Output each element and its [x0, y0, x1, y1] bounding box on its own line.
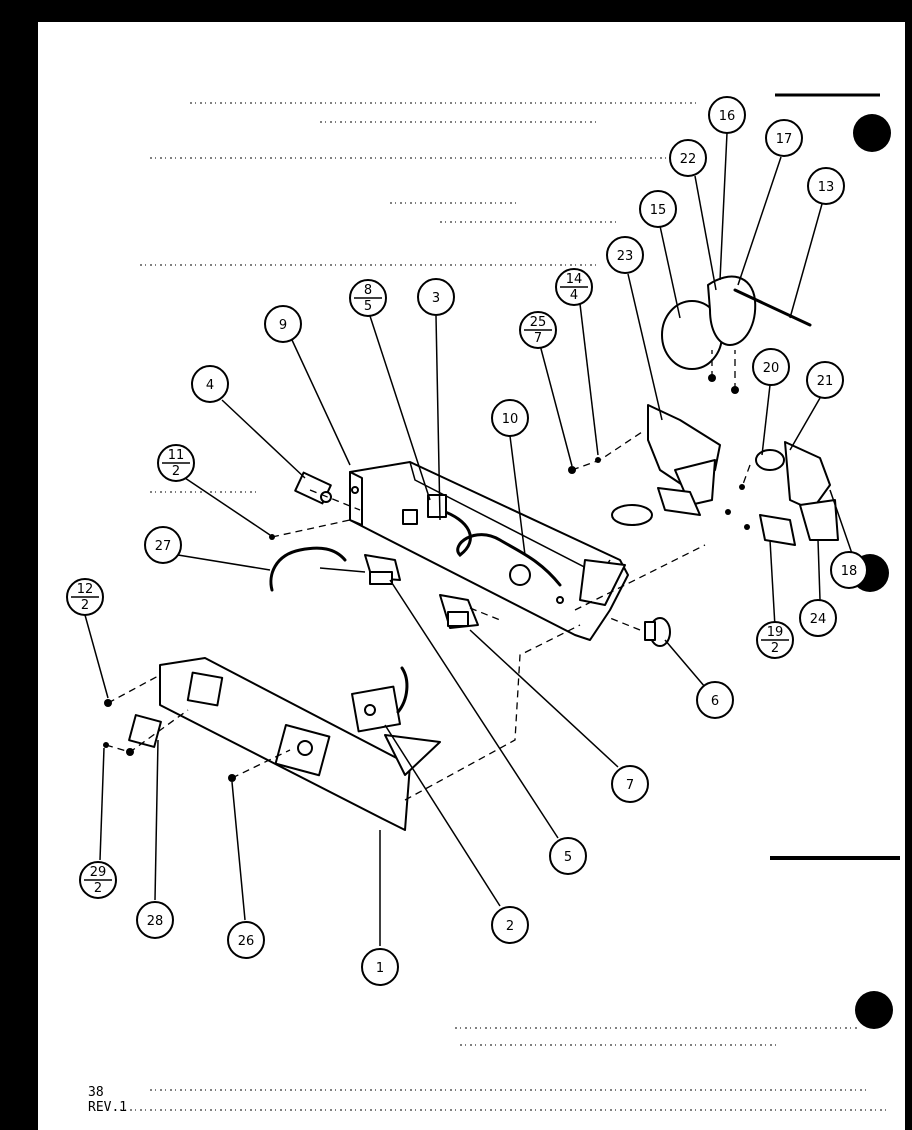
- part-7-switch: [439, 594, 479, 629]
- punch-hole-bottom: [855, 991, 893, 1029]
- svg-text:10: 10: [502, 412, 519, 427]
- svg-text:2: 2: [94, 881, 102, 896]
- callout-16: 16: [708, 96, 746, 134]
- part-2-component: [351, 666, 409, 733]
- callout-24: 24: [799, 599, 837, 637]
- callout-11: 112: [157, 444, 195, 482]
- part-28-block: [128, 714, 162, 748]
- svg-text:7: 7: [534, 331, 542, 346]
- callout-6: 6: [696, 681, 734, 719]
- callout-2: 2: [491, 906, 529, 944]
- control-bracket: [349, 461, 629, 641]
- callout-25: 257: [519, 311, 557, 349]
- callout-19: 192: [756, 621, 794, 659]
- part-27-wire: [269, 546, 347, 592]
- svg-text:17: 17: [776, 132, 793, 147]
- svg-text:26: 26: [238, 934, 255, 949]
- svg-text:29: 29: [90, 865, 107, 880]
- callout-20: 20: [752, 348, 790, 386]
- svg-text:14: 14: [566, 272, 583, 287]
- callout-13: 13: [807, 167, 845, 205]
- svg-text:12: 12: [77, 582, 94, 597]
- callout-1: 1: [361, 948, 399, 986]
- callout-3: 3: [417, 278, 455, 316]
- callout-17: 17: [765, 119, 803, 157]
- svg-text:25: 25: [530, 315, 547, 330]
- scan-noise: [120, 93, 900, 1111]
- callout-26: 26: [227, 921, 265, 959]
- callout-23: 23: [606, 236, 644, 274]
- actuator-assembly: [568, 441, 839, 546]
- scan-edge: [905, 0, 912, 1130]
- callout-28: 28: [136, 901, 174, 939]
- callout-18: 18: [830, 551, 868, 589]
- punch-hole-top: [853, 114, 891, 152]
- svg-text:20: 20: [763, 361, 780, 376]
- svg-text:5: 5: [364, 299, 372, 314]
- assembly-lines: [105, 350, 751, 801]
- svg-text:2: 2: [771, 641, 779, 656]
- callout-22: 22: [669, 139, 707, 177]
- part-4-capacitor: [294, 471, 332, 505]
- svg-text:2: 2: [81, 598, 89, 613]
- callout-8: 85: [349, 279, 387, 317]
- revision-label: REV.1: [88, 1100, 127, 1115]
- svg-text:19: 19: [767, 625, 784, 640]
- svg-text:18: 18: [841, 564, 858, 579]
- svg-text:4: 4: [570, 288, 578, 303]
- leader-lines: [84, 132, 858, 946]
- svg-text:2: 2: [172, 464, 180, 479]
- svg-text:23: 23: [617, 249, 634, 264]
- part-5-switch: [319, 554, 401, 585]
- svg-text:4: 4: [206, 378, 214, 393]
- svg-text:6: 6: [711, 694, 719, 709]
- callout-12: 122: [66, 578, 104, 616]
- callout-10: 10: [491, 399, 529, 437]
- callout-9: 9: [264, 305, 302, 343]
- page-number: 38: [88, 1085, 104, 1100]
- callout-7: 7: [611, 765, 649, 803]
- svg-text:24: 24: [810, 612, 827, 627]
- part-6-knob: [644, 617, 671, 647]
- dispenser-mechanism: [647, 275, 812, 506]
- svg-text:3: 3: [432, 291, 440, 306]
- svg-text:28: 28: [147, 914, 164, 929]
- svg-text:2: 2: [506, 919, 514, 934]
- callout-15: 15: [639, 190, 677, 228]
- svg-text:21: 21: [817, 374, 834, 389]
- svg-text:13: 13: [818, 180, 835, 195]
- svg-text:22: 22: [680, 152, 697, 167]
- callout-5: 5: [549, 837, 587, 875]
- svg-text:16: 16: [719, 109, 736, 124]
- svg-text:27: 27: [155, 539, 172, 554]
- svg-text:1: 1: [376, 961, 384, 976]
- svg-text:7: 7: [626, 778, 634, 793]
- svg-text:5: 5: [564, 850, 572, 865]
- svg-text:8: 8: [364, 283, 372, 298]
- callout-27: 27: [144, 526, 182, 564]
- callout-14: 144: [555, 268, 593, 306]
- svg-text:11: 11: [168, 448, 185, 463]
- callout-21: 21: [806, 361, 844, 399]
- svg-text:9: 9: [279, 318, 287, 333]
- callout-29: 292: [79, 861, 117, 899]
- lower-panel: [159, 657, 441, 831]
- svg-text:15: 15: [650, 203, 667, 218]
- callout-4: 4: [191, 365, 229, 403]
